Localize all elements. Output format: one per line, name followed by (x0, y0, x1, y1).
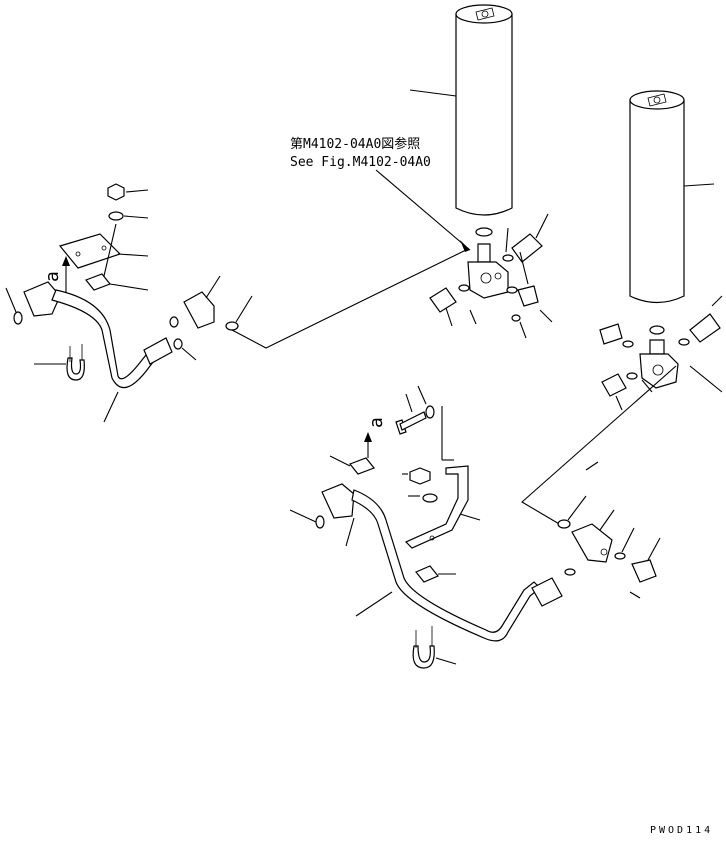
fitting-right-upper (678, 313, 721, 346)
nut-center (409, 467, 431, 485)
reference-note-en: See Fig.M4102-04A0 (290, 155, 431, 170)
hose-fitting-left (143, 337, 173, 365)
reference-arrow (375, 169, 471, 251)
washer-left (108, 211, 124, 221)
connection-line-right (521, 365, 677, 529)
tube-center (351, 489, 541, 642)
bolt-center (395, 411, 427, 435)
u-bolt-center (412, 626, 435, 669)
clip-center-lower (415, 565, 439, 583)
fitting-top-left (429, 284, 470, 313)
drawing-id: PWOD114 (650, 825, 713, 836)
o-ring-lower-2 (564, 568, 576, 576)
fitting-top-right (506, 285, 539, 322)
clip-left (85, 273, 111, 291)
u-bolt-left (66, 344, 85, 381)
elbow-fitting-center (315, 483, 355, 529)
bracket-center (404, 465, 469, 549)
elbow-fitting-center-left (169, 291, 215, 329)
accumulator-tank-top (455, 4, 513, 216)
view-mark-left: a (42, 271, 63, 282)
nut-left (107, 183, 125, 201)
accumulator-tank-right (629, 90, 685, 304)
elbow-fitting-left (13, 281, 61, 325)
reference-note-jp: 第M4102-04A0図参照 (290, 136, 420, 152)
fitting-right-left (599, 323, 634, 348)
view-mark-center: a (366, 417, 387, 428)
leader-tank-right (683, 183, 715, 187)
clip-center (349, 457, 375, 475)
washer-center-lower (422, 493, 438, 503)
plate-left (58, 233, 122, 269)
o-ring-lower-4 (629, 591, 641, 599)
o-ring-lower-3 (614, 552, 626, 560)
valve-block-top (467, 227, 509, 299)
elbow-fitting-lower-right (571, 523, 613, 563)
leader-tank-top (409, 89, 457, 97)
o-ring-lower-1 (557, 519, 571, 529)
washer-center (425, 405, 435, 419)
hose-fitting-center (531, 577, 563, 607)
valve-block-right (639, 325, 679, 389)
fitting-top-upper (502, 233, 543, 263)
fitting-right-lower (601, 372, 638, 397)
connection-line-top (231, 249, 467, 349)
reference-arrowhead (460, 240, 470, 252)
elbow-fitting-lower-far-right (631, 559, 657, 583)
o-ring-left (225, 321, 239, 331)
